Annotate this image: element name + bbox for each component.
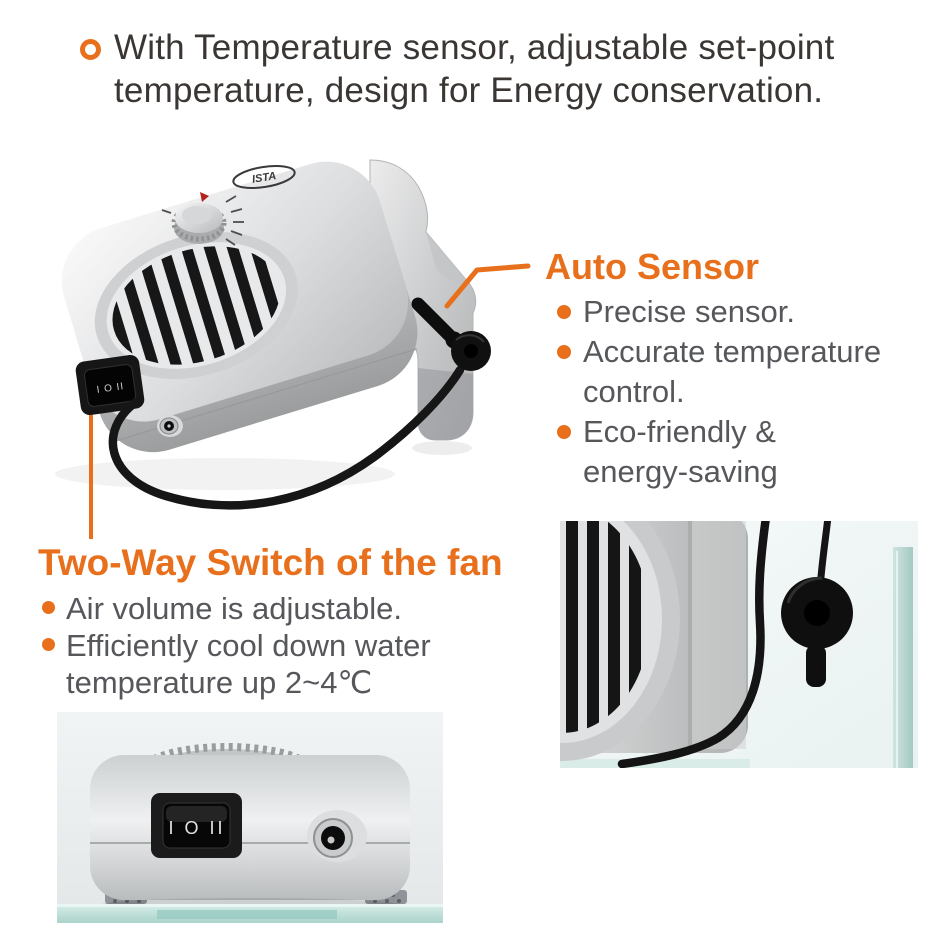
power-switch: I O II — [75, 354, 145, 416]
rocker-switch: I O II — [151, 793, 242, 858]
auto-sensor-section: Auto Sensor Precise sensor. Accurate tem… — [545, 246, 935, 492]
dot-bullet-icon — [557, 345, 571, 359]
dot-bullet-icon — [557, 425, 571, 439]
knob-pointer — [200, 192, 209, 202]
knob-scale-ticks — [161, 195, 244, 246]
svg-text:I O II: I O II — [168, 818, 225, 838]
auto-sensor-item: Precise sensor. — [545, 292, 935, 332]
svg-text:ISTA: ISTA — [251, 170, 277, 186]
fan-body-corner — [560, 521, 748, 761]
product-photo-main: ISTA I O II — [55, 159, 531, 510]
temperature-sensor — [411, 297, 491, 371]
device-front-face — [90, 755, 410, 900]
auto-sensor-item: Accurate temperature control. — [545, 332, 935, 412]
two-way-item: Air volume is adjustable. — [38, 590, 568, 627]
fan-grille — [560, 521, 680, 761]
two-way-item: Efficiently cool down water temperature … — [38, 627, 568, 701]
product-photo-sensor-on-glass — [560, 521, 918, 768]
suction-cup-sensor — [781, 521, 853, 687]
product-photo-switch-closeup: I O II — [57, 712, 443, 923]
thermostat-knob — [161, 192, 244, 246]
sensor-cable — [108, 365, 465, 510]
two-way-switch-section: Two-Way Switch of the fan Air volume is … — [38, 542, 568, 701]
intro-feature-line: With Temperature sensor, adjustable set-… — [80, 26, 930, 112]
svg-text:I O II: I O II — [96, 381, 125, 396]
two-way-switch-title: Two-Way Switch of the fan — [38, 542, 503, 583]
auto-sensor-item: Eco-friendly & energy-saving — [545, 412, 935, 492]
auto-sensor-callout-line — [444, 263, 531, 309]
dc-jack — [157, 415, 183, 437]
ring-bullet-icon — [80, 39, 101, 60]
fan-body — [61, 161, 418, 453]
switch-callout-line — [89, 415, 93, 539]
brand-logo: ISTA — [232, 164, 296, 190]
sensor-cable — [617, 521, 770, 768]
dot-bullet-icon — [42, 638, 55, 651]
dc-jack — [307, 810, 367, 862]
intro-text: With Temperature sensor, adjustable set-… — [114, 28, 835, 110]
dot-bullet-icon — [557, 305, 571, 319]
auto-sensor-title: Auto Sensor — [545, 246, 760, 287]
dot-bullet-icon — [42, 601, 55, 614]
glass-shelf — [57, 904, 443, 923]
